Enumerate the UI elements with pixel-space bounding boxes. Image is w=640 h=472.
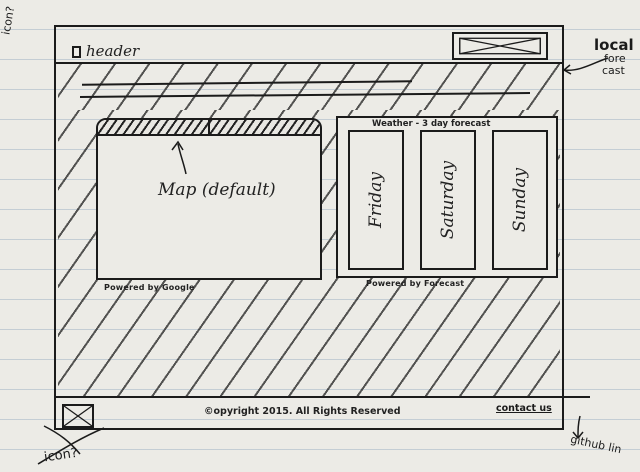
- local-forecast-image-icon[interactable]: [452, 32, 548, 60]
- wireframe-page: [54, 25, 564, 430]
- forecast-day-saturday[interactable]: Saturday: [420, 130, 476, 270]
- annotation-forecast-line2: fore: [604, 52, 626, 65]
- annotation-local: local: [594, 36, 634, 54]
- forecast-day-label: Friday: [366, 172, 386, 228]
- header-bar: header: [56, 30, 562, 64]
- forecast-day-label: Saturday: [438, 160, 458, 240]
- hero-line-1: [81, 80, 413, 86]
- weather-widget: Weather - 3 day forecast Friday Saturday…: [336, 116, 558, 278]
- header-label: header: [86, 42, 140, 60]
- map-tab-1[interactable]: [98, 120, 208, 134]
- map-powered-by: Powered by Google: [104, 283, 195, 292]
- icon-arrow-bottom: [37, 425, 105, 465]
- contact-us-link[interactable]: contact us: [496, 403, 552, 414]
- footer-copyright: ©opyright 2015. All Rights Reserved: [204, 406, 401, 417]
- forecast-day-label: Sunday: [510, 167, 530, 233]
- weather-powered-by: Powered by Forecast: [366, 279, 465, 288]
- map-tabs: [98, 120, 320, 136]
- logo-icon[interactable]: [72, 46, 81, 58]
- annotation-arrow-icon: [562, 57, 609, 75]
- forecast-day-friday[interactable]: Friday: [348, 130, 404, 270]
- footer-icon[interactable]: [62, 404, 94, 428]
- weather-title: Weather - 3 day forecast: [372, 119, 491, 129]
- map-tab-2[interactable]: [208, 120, 320, 134]
- hero-banner: [58, 64, 560, 110]
- map-label: Map (default): [158, 180, 276, 200]
- map-tab-pointer-icon: [171, 140, 187, 175]
- forecast-day-sunday[interactable]: Sunday: [492, 130, 548, 270]
- annotation-forecast-line3: cast: [602, 64, 625, 77]
- map-widget[interactable]: Map (default): [96, 118, 322, 280]
- github-arrow-icon: [572, 415, 584, 440]
- footer-bar: ©opyright 2015. All Rights Reserved cont…: [56, 396, 590, 432]
- hero-line-2: [79, 92, 531, 98]
